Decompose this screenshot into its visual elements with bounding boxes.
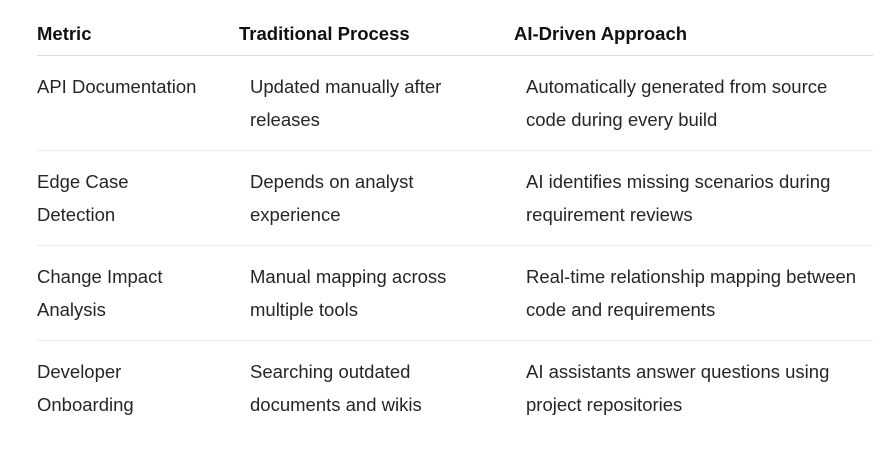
cell-line: Change Impact (37, 266, 163, 287)
cell-line: AI assistants answer questions using (526, 361, 830, 382)
header-metric: Metric (37, 23, 92, 44)
cell-ai: Automatically generated from source code… (526, 70, 876, 136)
cell-line: Updated manually after (250, 76, 442, 97)
cell-line: Searching outdated (250, 361, 411, 382)
cell-traditional: Searching outdated documents and wikis (250, 355, 510, 421)
cell-line: API Documentation (37, 76, 197, 97)
cell-line: project repositories (526, 394, 683, 415)
header-traditional-process: Traditional Process (239, 23, 410, 44)
cell-line: Depends on analyst (250, 171, 414, 192)
cell-metric: Change Impact Analysis (37, 260, 237, 326)
comparison-table: Metric Traditional Process AI-Driven App… (37, 14, 873, 435)
cell-line: Developer (37, 361, 122, 382)
cell-traditional: Depends on analyst experience (250, 165, 510, 231)
table-row: Edge Case Detection Depends on analyst e… (37, 151, 873, 246)
table-row: Change Impact Analysis Manual mapping ac… (37, 246, 873, 341)
header-ai-driven-approach: AI-Driven Approach (514, 23, 688, 44)
cell-metric: Edge Case Detection (37, 165, 237, 231)
cell-line: experience (250, 204, 341, 225)
cell-line: multiple tools (250, 299, 358, 320)
cell-ai: AI identifies missing scenarios during r… (526, 165, 876, 231)
cell-line: Real-time relationship mapping between (526, 266, 857, 287)
cell-traditional: Updated manually after releases (250, 70, 510, 136)
cell-line: Automatically generated from source (526, 76, 828, 97)
cell-line: Manual mapping across (250, 266, 447, 287)
cell-line: releases (250, 109, 320, 130)
cell-ai: AI assistants answer questions using pro… (526, 355, 876, 421)
cell-line: Edge Case (37, 171, 129, 192)
cell-line: documents and wikis (250, 394, 422, 415)
cell-line: AI identifies missing scenarios during (526, 171, 831, 192)
cell-line: Detection (37, 204, 116, 225)
cell-traditional: Manual mapping across multiple tools (250, 260, 510, 326)
table-header-row: Metric Traditional Process AI-Driven App… (37, 14, 873, 56)
table-row: API Documentation Updated manually after… (37, 56, 873, 151)
cell-metric: API Documentation (37, 70, 237, 103)
cell-ai: Real-time relationship mapping between c… (526, 260, 876, 326)
cell-line: code during every build (526, 109, 718, 130)
cell-line: code and requirements (526, 299, 716, 320)
cell-line: Onboarding (37, 394, 134, 415)
cell-metric: Developer Onboarding (37, 355, 237, 421)
cell-line: requirement reviews (526, 204, 693, 225)
cell-line: Analysis (37, 299, 106, 320)
table-row: Developer Onboarding Searching outdated … (37, 341, 873, 435)
